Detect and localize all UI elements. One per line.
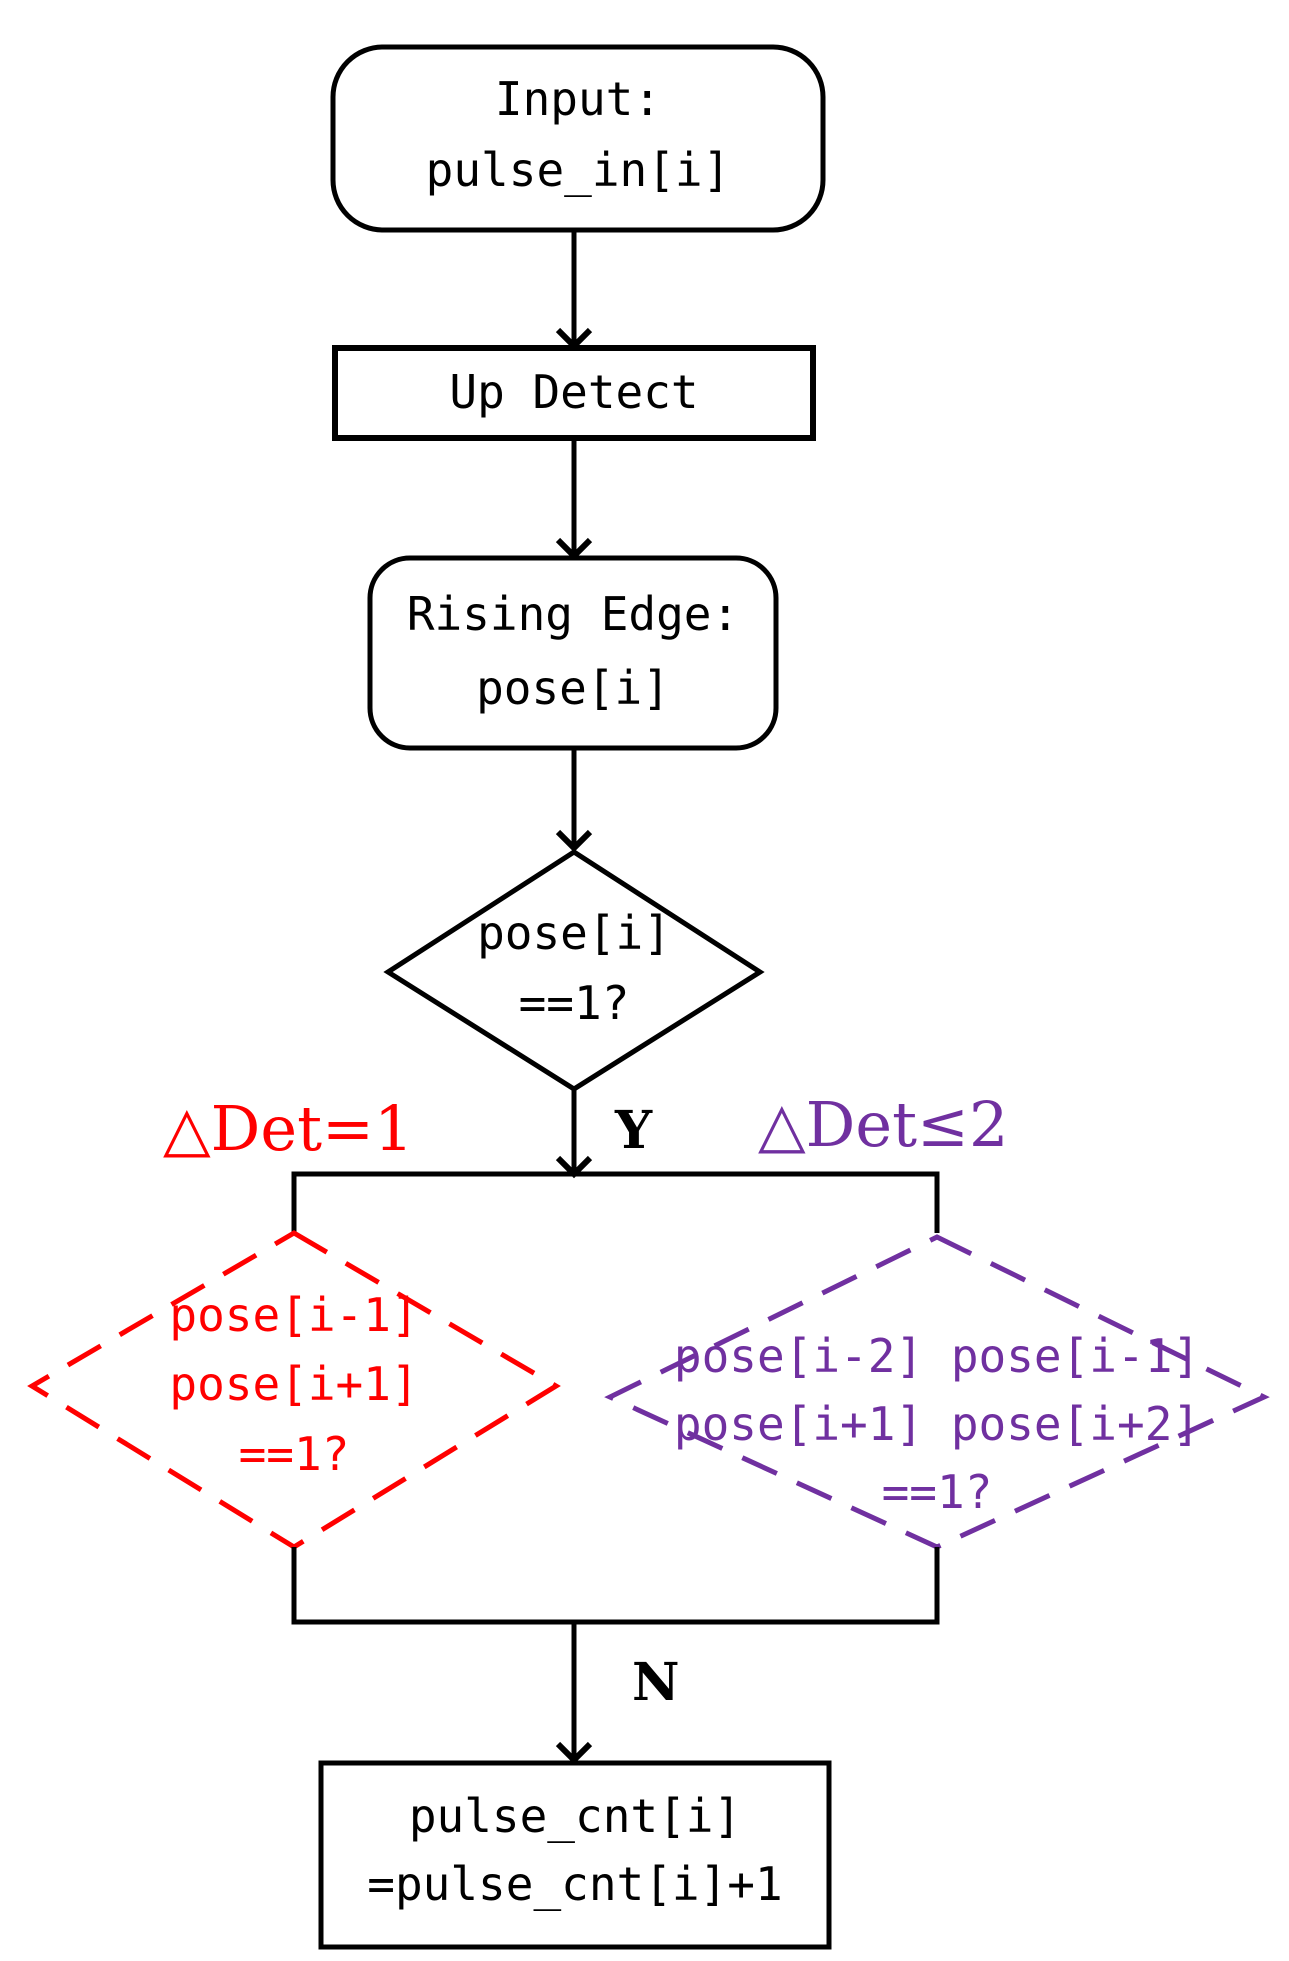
rising-edge-variable: pose[i]	[476, 661, 670, 715]
split-connector	[291, 1171, 940, 1233]
input-label: Input:	[495, 72, 661, 126]
up-detect-node: Up Detect	[332, 345, 816, 441]
yes-label: Y	[614, 1100, 653, 1161]
decision-red-line2: pose[i+1]	[169, 1357, 418, 1411]
input-variable: pulse_in[i]	[426, 143, 731, 197]
decision-purple-line3: ==1?	[882, 1465, 993, 1519]
decision-main-node: pose[i] ==1?	[383, 849, 765, 1092]
input-node: Input: pulse_in[i]	[330, 44, 826, 233]
rising-edge-label: Rising Edge:	[407, 587, 739, 641]
decision-main-line2: ==1?	[519, 976, 630, 1030]
merge-connector	[291, 1547, 940, 1625]
decision-purple-line1: pose[i-2] pose[i-1]	[674, 1329, 1200, 1383]
no-label: N	[632, 1652, 680, 1713]
decision-red-node: pose[i-1] pose[i+1] ==1?	[27, 1230, 561, 1550]
decision-purple-line2: pose[i+1] pose[i+2]	[674, 1397, 1200, 1451]
branch-label-red: △Det=1	[163, 1092, 413, 1165]
up-detect-label: Up Detect	[449, 365, 698, 419]
rising-edge-node: Rising Edge: pose[i]	[367, 555, 779, 751]
branch-label-purple: △Det≤2	[758, 1088, 1008, 1161]
decision-purple-node: pose[i-2] pose[i-1] pose[i+1] pose[i+2] …	[604, 1234, 1270, 1550]
decision-red-line1: pose[i-1]	[169, 1288, 418, 1342]
output-line1: pulse_cnt[i]	[409, 1789, 741, 1843]
decision-red-line3: ==1?	[239, 1427, 350, 1481]
output-node: pulse_cnt[i] =pulse_cnt[i]+1	[318, 1760, 832, 1950]
output-line2: =pulse_cnt[i]+1	[367, 1857, 782, 1911]
decision-main-line1: pose[i]	[477, 906, 671, 960]
